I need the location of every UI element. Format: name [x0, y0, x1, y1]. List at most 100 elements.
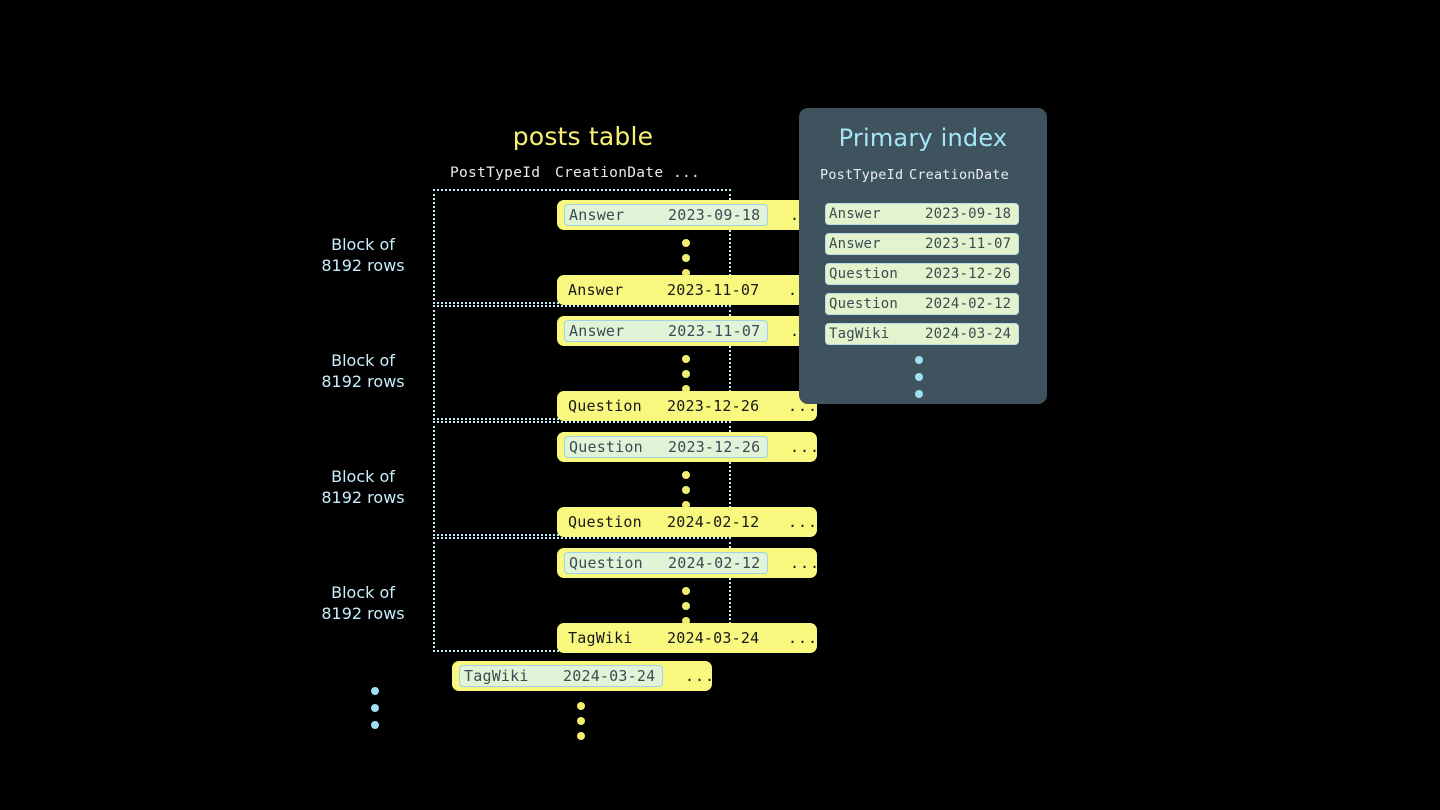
cell-posttypeid: Question — [569, 554, 643, 572]
primary-index-panel: Primary index PostTypeId CreationDate Ans… — [799, 108, 1047, 404]
index-continuation-ellipsis — [915, 356, 925, 407]
cell-creationdate: 2023-11-07 — [925, 236, 1012, 252]
ellipsis-dot — [682, 385, 690, 393]
cell-creationdate: 2023-12-26 — [668, 438, 761, 456]
ellipsis-dot — [682, 501, 690, 509]
posts-table-title: posts table — [512, 122, 654, 151]
ellipsis-dot — [915, 390, 923, 398]
cell-posttypeid: Answer — [829, 236, 881, 252]
posts-table-column-headers: PostTypeId CreationDate... — [450, 165, 740, 181]
cell-posttypeid: Question — [568, 513, 642, 531]
primary-index-title: Primary index — [838, 124, 1008, 152]
block-label-3: Block of 8192 rows — [298, 466, 428, 508]
ellipsis-dot — [682, 587, 690, 595]
cell-posttypeid: TagWiki — [568, 629, 633, 647]
ellipsis-dot — [682, 254, 690, 262]
cell-creationdate: 2024-03-24 — [925, 326, 1012, 342]
ellipsis-dot — [682, 617, 690, 625]
row-key-cells: Question 2023-12-26 — [564, 395, 766, 417]
row-ellipsis-block1 — [682, 239, 692, 284]
cell-posttypeid: TagWiki — [464, 667, 529, 685]
cell-posttypeid: Question — [569, 438, 643, 456]
column-header-rest: ... — [673, 165, 701, 181]
row-key-cells: Question 2023-12-26 — [564, 436, 768, 458]
block-label-line2: 8192 rows — [321, 604, 405, 623]
column-header-posttypeid: PostTypeId — [450, 165, 541, 181]
column-header-creationdate: CreationDate — [555, 165, 664, 181]
block-label-line1: Block of — [331, 235, 395, 254]
cell-posttypeid: Answer — [568, 281, 624, 299]
cell-posttypeid: Answer — [829, 206, 881, 222]
block-label-line1: Block of — [331, 467, 395, 486]
block-label-line2: 8192 rows — [321, 256, 405, 275]
table-row-block4-last: TagWiki 2024-03-24... — [557, 623, 817, 653]
ellipsis-dot — [915, 356, 923, 364]
ellipsis-dot — [682, 239, 690, 247]
block-label-line1: Block of — [331, 583, 395, 602]
row-ellipsis-block3 — [682, 471, 692, 516]
cell-creationdate: 2023-12-26 — [925, 266, 1012, 282]
index-row-1: Answer 2023-09-18 — [825, 203, 1019, 225]
row-key-cells: Answer 2023-09-18 — [564, 204, 768, 226]
cell-posttypeid: Question — [829, 266, 899, 282]
index-row-3: Question 2023-12-26 — [825, 263, 1019, 285]
block-label-line2: 8192 rows — [321, 372, 405, 391]
column-header-creationdate: CreationDate — [909, 167, 1009, 183]
block-label-4: Block of 8192 rows — [298, 582, 428, 624]
blocks-continuation-ellipsis — [371, 687, 381, 738]
ellipsis-dot — [682, 486, 690, 494]
ellipsis-dot — [577, 702, 585, 710]
index-row-5: TagWiki 2024-03-24 — [825, 323, 1019, 345]
ellipsis-dot — [682, 471, 690, 479]
row-key-cells: TagWiki 2024-03-24 — [564, 627, 766, 649]
cell-posttypeid: TagWiki — [829, 326, 890, 342]
cell-posttypeid: Answer — [569, 206, 625, 224]
block-label-line2: 8192 rows — [321, 488, 405, 507]
table-row-block3-first: Question 2023-12-26... — [557, 432, 821, 462]
ellipsis-dot — [371, 687, 379, 695]
cell-creationdate: 2023-11-07 — [667, 281, 760, 299]
cell-creationdate: 2023-11-07 — [668, 322, 761, 340]
block-label-line1: Block of — [331, 351, 395, 370]
cell-rest: ... — [788, 513, 819, 531]
cell-creationdate: 2023-09-18 — [925, 206, 1012, 222]
cell-posttypeid: Question — [568, 397, 642, 415]
row-key-cells: Answer 2023-11-07 — [564, 279, 766, 301]
row-ellipsis-block4 — [682, 587, 692, 632]
row-ellipsis-block2 — [682, 355, 692, 400]
column-header-posttypeid: PostTypeId — [820, 167, 904, 183]
cell-posttypeid: Question — [829, 296, 899, 312]
ellipsis-dot — [915, 373, 923, 381]
cell-creationdate: 2024-02-12 — [925, 296, 1012, 312]
index-row-2: Answer 2023-11-07 — [825, 233, 1019, 255]
cell-creationdate: 2024-03-24 — [667, 629, 760, 647]
ellipsis-dot — [577, 717, 585, 725]
ellipsis-dot — [682, 602, 690, 610]
cell-creationdate: 2023-12-26 — [667, 397, 760, 415]
cell-rest: ... — [788, 629, 819, 647]
ellipsis-dot — [682, 269, 690, 277]
cell-rest: ... — [790, 554, 821, 572]
ellipsis-dot — [682, 355, 690, 363]
table-trailing-ellipsis — [577, 702, 587, 747]
ellipsis-dot — [371, 704, 379, 712]
block-label-1: Block of 8192 rows — [298, 234, 428, 276]
cell-rest: ... — [790, 438, 821, 456]
ellipsis-dot — [682, 370, 690, 378]
primary-index-column-headers: PostTypeId CreationDate — [820, 167, 1030, 183]
cell-creationdate: 2023-09-18 — [668, 206, 761, 224]
